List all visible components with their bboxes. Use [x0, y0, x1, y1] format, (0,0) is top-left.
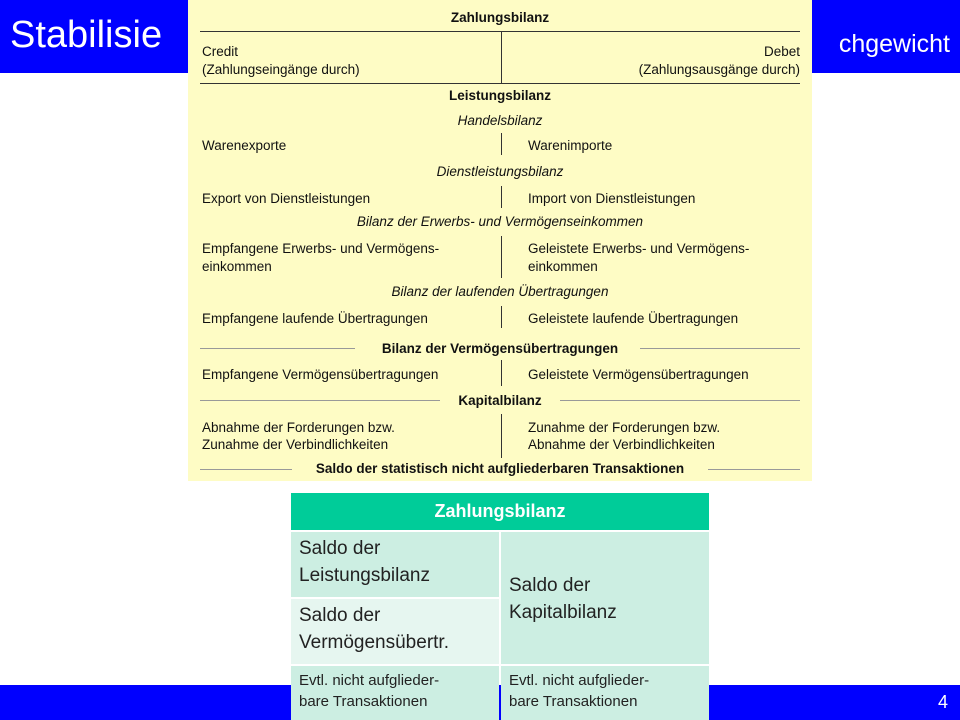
- cell-evtl-left-line2: bare Transaktionen: [299, 693, 428, 710]
- warenimporte: Warenimporte: [528, 138, 613, 153]
- summary-table-header: Zahlungsbilanz: [291, 493, 709, 530]
- import-dienstleistungen: Import von Dienstleistungen: [528, 191, 696, 206]
- empf-vermoegens: Empfangene Vermögensübertragungen: [202, 367, 439, 382]
- divider-vermoegens: [501, 360, 502, 386]
- summary-table: Zahlungsbilanz Saldo der Leistungsbilanz…: [291, 493, 709, 720]
- rule-kapital-left: [200, 400, 440, 401]
- divider-kapital: [501, 414, 502, 458]
- cell-vermoegensuebertragungen: Saldo der Vermögensübertr.: [291, 599, 499, 664]
- export-dienstleistungen: Export von Dienstleistungen: [202, 191, 371, 206]
- erwerbs-bilanz-heading: Bilanz der Erwerbs- und Vermögenseinkomm…: [356, 214, 644, 229]
- rule-vermoegens-left: [200, 348, 355, 349]
- divider-waren: [501, 133, 502, 155]
- slide-title-right: chgewicht: [838, 30, 950, 58]
- cell-leistungsbilanz: Saldo der Leistungsbilanz: [291, 532, 499, 597]
- cell-leistungsbilanz-line1: Saldo der: [299, 538, 381, 559]
- debit-desc: (Zahlungsausgänge durch): [638, 62, 800, 77]
- zunahme-forderungen-line2: Abnahme der Verbindlichkeiten: [528, 437, 715, 452]
- rule-saldo-right: [708, 469, 800, 470]
- cell-evtl-left: Evtl. nicht aufglieder- bare Transaktion…: [291, 666, 499, 720]
- cell-evtl-right: Evtl. nicht aufglieder- bare Transaktion…: [501, 666, 709, 720]
- cell-kapitalbilanz-line1: Saldo der: [509, 575, 591, 596]
- leistungsbilanz-heading: Leistungsbilanz: [448, 88, 551, 103]
- cell-kapitalbilanz: Saldo der Kapitalbilanz: [501, 532, 709, 664]
- kapitalbilanz-heading: Kapitalbilanz: [458, 393, 542, 408]
- cell-evtl-left-line1: Evtl. nicht aufglieder-: [299, 672, 440, 689]
- geleist-laufende: Geleistete laufende Übertragungen: [528, 311, 739, 326]
- rule-saldo-left: [200, 469, 292, 470]
- warenexporte: Warenexporte: [202, 138, 287, 153]
- rule-vermoegens-right: [640, 348, 800, 349]
- cell-evtl-right-line2: bare Transaktionen: [509, 693, 638, 710]
- geleist-erwerbs-line1: Geleistete Erwerbs- und Vermögens-: [528, 241, 750, 256]
- cell-evtl-right-line1: Evtl. nicht aufglieder-: [509, 672, 650, 689]
- dienstleistungsbilanz-heading: Dienstleistungsbilanz: [436, 164, 564, 179]
- rule-kapital-right: [560, 400, 800, 401]
- geleist-vermoegens: Geleistete Vermögensübertragungen: [528, 367, 749, 382]
- vermoegens-bilanz-heading: Bilanz der Vermögensübertragungen: [381, 341, 619, 356]
- cell-vermoegens-line1: Saldo der: [299, 605, 381, 626]
- handelsbilanz-heading: Handelsbilanz: [457, 113, 543, 128]
- credit-desc: (Zahlungseingänge durch): [202, 62, 360, 77]
- empf-laufende: Empfangene laufende Übertragungen: [202, 311, 428, 326]
- abnahme-forderungen-line1: Abnahme der Forderungen bzw.: [202, 420, 395, 435]
- laufende-bilanz-heading: Bilanz der laufenden Übertragungen: [391, 284, 609, 299]
- saldo-statistisch: Saldo der statistisch nicht aufgliederba…: [315, 461, 685, 476]
- balance-of-payments-scan: Zahlungsbilanz Credit (Zahlungseingänge …: [188, 0, 812, 481]
- cell-kapitalbilanz-line2: Kapitalbilanz: [509, 602, 617, 623]
- scan-title: Zahlungsbilanz: [450, 10, 550, 25]
- empf-erwerbs-line2: einkommen: [202, 259, 272, 274]
- t-account-divider-top: [501, 31, 502, 83]
- slide-title-left: Stabilisie: [10, 14, 163, 56]
- divider-laufende: [501, 306, 502, 328]
- geleist-erwerbs-line2: einkommen: [528, 259, 598, 274]
- divider-erwerbs: [501, 236, 502, 278]
- abnahme-forderungen-line2: Zunahme der Verbindlichkeiten: [202, 437, 389, 452]
- credit-label: Credit: [202, 44, 239, 59]
- zunahme-forderungen-line1: Zunahme der Forderungen bzw.: [528, 420, 721, 435]
- empf-erwerbs-line1: Empfangene Erwerbs- und Vermögens-: [202, 241, 440, 256]
- divider-dienstleistungen: [501, 186, 502, 208]
- page-number: 4: [937, 692, 948, 712]
- title-rule: [200, 31, 800, 32]
- cell-leistungsbilanz-line2: Leistungsbilanz: [299, 565, 430, 586]
- debit-label: Debet: [763, 44, 800, 59]
- header-rule: [200, 83, 800, 84]
- cell-vermoegens-line2: Vermögensübertr.: [299, 632, 449, 653]
